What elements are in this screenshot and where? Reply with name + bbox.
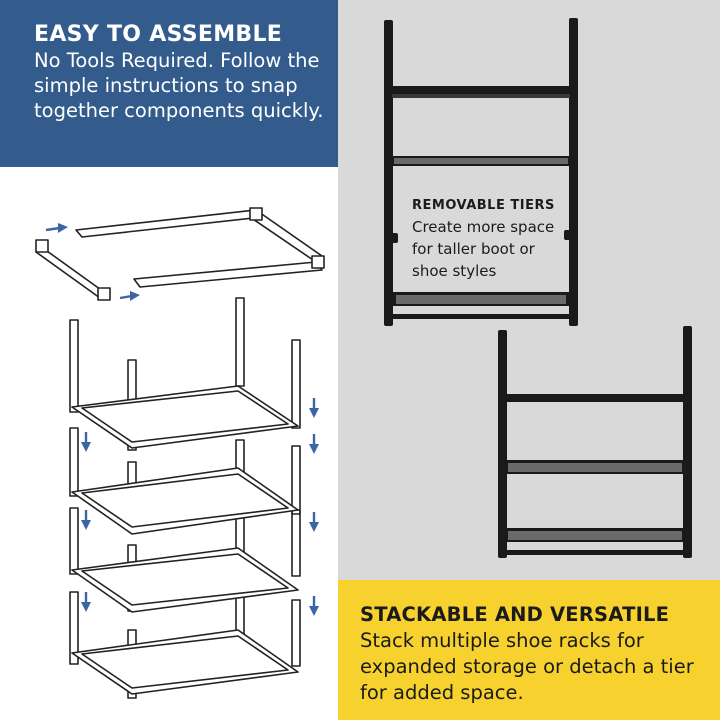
tiers-body: Create more space for taller boot or sho… [412,218,555,280]
tall-rack [384,18,578,326]
short-rack [498,326,692,558]
assemble-callout: EASY TO ASSEMBLE No Tools Required. Foll… [0,0,338,167]
stackable-body: Stack multiple shoe racks for expanded s… [360,629,694,704]
exploded-top-frame [35,207,325,301]
assemble-title: EASY TO ASSEMBLE [34,22,283,47]
removable-tiers-callout: REMOVABLE TIERS Create more space for ta… [412,196,572,282]
assemble-body: No Tools Required. Follow the simple ins… [34,49,324,122]
tiers-title: REMOVABLE TIERS [412,198,555,213]
stackable-callout: STACKABLE AND VERSATILE Stack multiple s… [338,580,720,720]
shelf-tiers [71,385,299,695]
assembly-diagram [35,207,325,699]
arrows [45,223,319,616]
stackable-title: STACKABLE AND VERSATILE [360,603,670,626]
